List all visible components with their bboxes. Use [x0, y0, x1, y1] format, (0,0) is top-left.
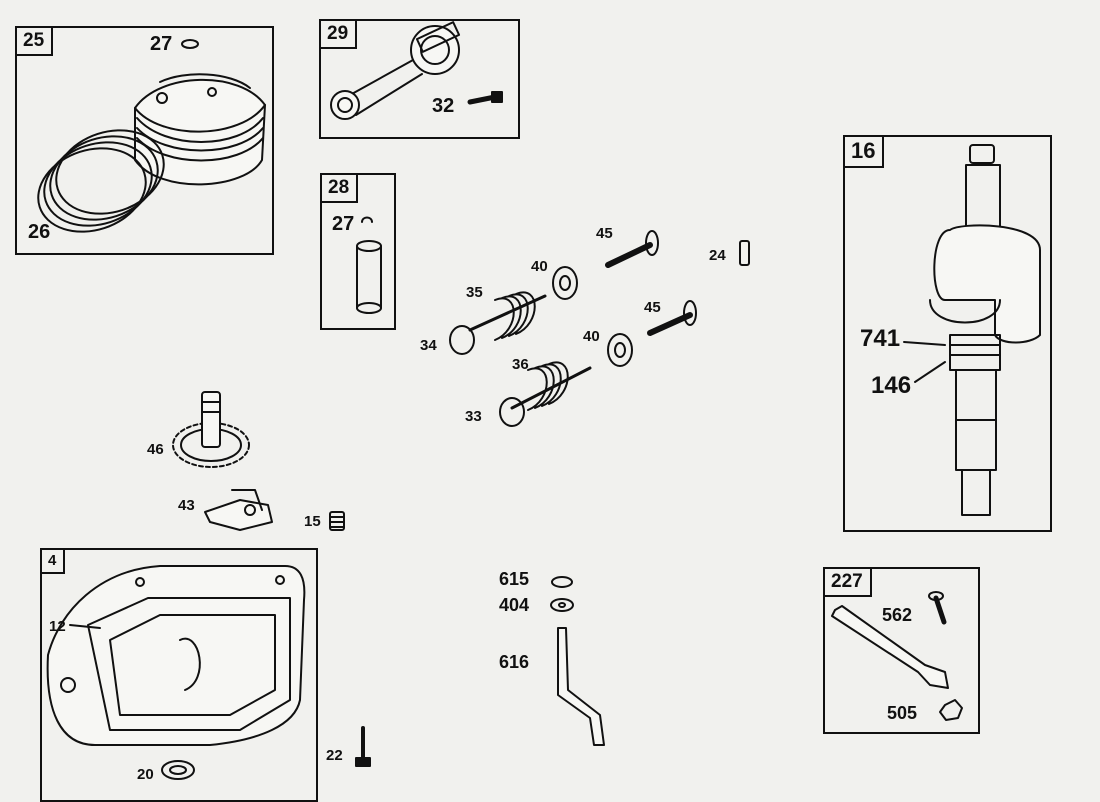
sump-group-frame	[40, 548, 318, 802]
rod-screw-label: 32	[432, 95, 455, 117]
gear-741-label: 741	[860, 325, 901, 352]
gear-146-label: 146	[871, 372, 912, 399]
spring-cap-lower-label: 40	[583, 328, 600, 345]
crankshaft-illustration	[929, 144, 1041, 516]
screw-562-label: 562	[882, 605, 913, 625]
retainer-pin-label: 27	[332, 213, 355, 235]
piston-group-number: 25	[15, 26, 54, 56]
washer-404-label: 404	[499, 595, 530, 615]
nut-505-label: 505	[887, 703, 918, 723]
piston-group-frame	[15, 26, 274, 255]
piston-rings-illustration	[37, 129, 165, 233]
crankshaft-group-number: 16	[843, 135, 885, 168]
lever-group-frame	[823, 567, 980, 734]
link-616-art	[557, 627, 605, 746]
valve-intake-label: 45	[644, 299, 661, 316]
valve-exhaust-label: 45	[596, 225, 613, 242]
plug-illustration	[329, 511, 345, 531]
valve-train-illustration	[449, 230, 750, 427]
washer-404-art	[550, 598, 574, 612]
valve-34-label: 34	[420, 337, 437, 354]
valve-33-label: 33	[465, 408, 482, 425]
crankshaft-group-frame	[843, 135, 1052, 532]
spring-lower-label: 36	[512, 356, 529, 373]
lever-illustration	[831, 591, 963, 721]
nut-615-label: 615	[499, 569, 530, 589]
lever-group-number: 227	[823, 567, 872, 597]
connecting-rod-illustration	[330, 21, 503, 120]
sump-screw-label: 22	[326, 747, 343, 764]
sump-illustration	[46, 565, 306, 746]
connecting-rod-group-number: 29	[319, 19, 358, 49]
governor-illustration	[204, 489, 273, 531]
piston-pin-group-number: 28	[320, 173, 359, 203]
piston-illustration	[134, 73, 266, 186]
plug-label: 15	[304, 513, 321, 530]
spring-upper-label: 35	[466, 284, 483, 301]
piston-pin-illustration	[356, 216, 382, 314]
cam-gear-label: 46	[147, 441, 164, 458]
gasket-label: 12	[49, 618, 66, 635]
seal-label: 20	[137, 766, 154, 783]
retainer-clip-top-art	[181, 39, 199, 49]
sump-group-number: 4	[40, 548, 66, 574]
rings-label: 26	[28, 221, 51, 243]
seal-illustration	[161, 760, 195, 780]
link-616-label: 616	[499, 652, 530, 672]
sump-screw-illustration	[355, 726, 371, 767]
nut-615-art	[551, 576, 573, 588]
connecting-rod-group-frame	[319, 19, 520, 139]
cam-gear-illustration	[172, 391, 250, 468]
gear-146-leader	[914, 361, 946, 383]
governor-label: 43	[178, 497, 195, 514]
spring-cap-upper-label: 40	[531, 258, 548, 275]
gear-741-leader	[903, 341, 946, 346]
key-label: 24	[709, 247, 726, 264]
retainer-top-label: 27	[150, 33, 173, 55]
